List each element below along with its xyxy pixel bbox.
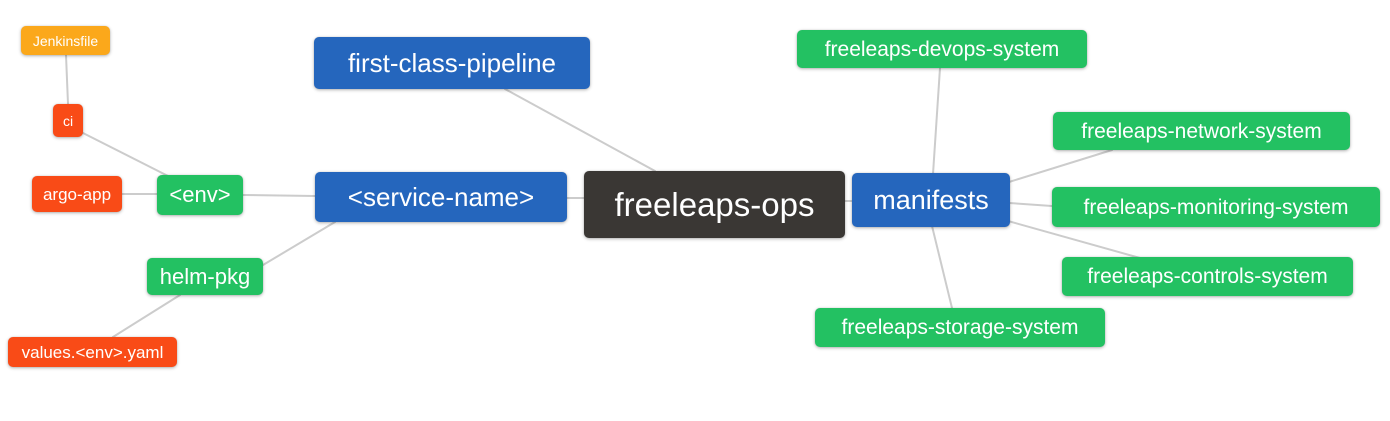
- edge-jenkinsfile-ci: [65, 54, 69, 105]
- edge-pipeline-freeleaps-ops: [504, 88, 656, 172]
- node-freeleaps-ops[interactable]: freeleaps-ops: [584, 171, 845, 238]
- node-controls-system[interactable]: freeleaps-controls-system: [1062, 257, 1353, 296]
- node-ci[interactable]: ci: [53, 104, 83, 137]
- edge-manifests-network: [1008, 149, 1113, 183]
- node-first-class-pipeline[interactable]: first-class-pipeline: [314, 37, 590, 89]
- node-jenkinsfile[interactable]: Jenkinsfile: [21, 26, 110, 55]
- node-values-env-yaml[interactable]: values.<env>.yaml: [8, 337, 177, 367]
- edge-ci-env: [80, 131, 171, 178]
- node-monitoring-system[interactable]: freeleaps-monitoring-system: [1052, 187, 1380, 227]
- edge-helm-pkg-service-name: [262, 221, 336, 266]
- edge-values-helm-pkg: [112, 294, 181, 338]
- node-helm-pkg[interactable]: helm-pkg: [147, 258, 263, 295]
- edge-manifests-monitoring: [1008, 202, 1053, 207]
- edge-manifests-controls: [1007, 220, 1141, 259]
- node-service-name[interactable]: <service-name>: [315, 172, 567, 222]
- node-argo-app[interactable]: argo-app: [32, 176, 122, 212]
- node-storage-system[interactable]: freeleaps-storage-system: [815, 308, 1105, 347]
- node-env[interactable]: <env>: [157, 175, 243, 215]
- node-manifests[interactable]: manifests: [852, 173, 1010, 227]
- edge-env-service-name: [242, 194, 316, 197]
- node-network-system[interactable]: freeleaps-network-system: [1053, 112, 1350, 150]
- edge-manifests-devops: [932, 67, 941, 175]
- node-devops-system[interactable]: freeleaps-devops-system: [797, 30, 1087, 68]
- edge-manifests-storage: [931, 225, 953, 309]
